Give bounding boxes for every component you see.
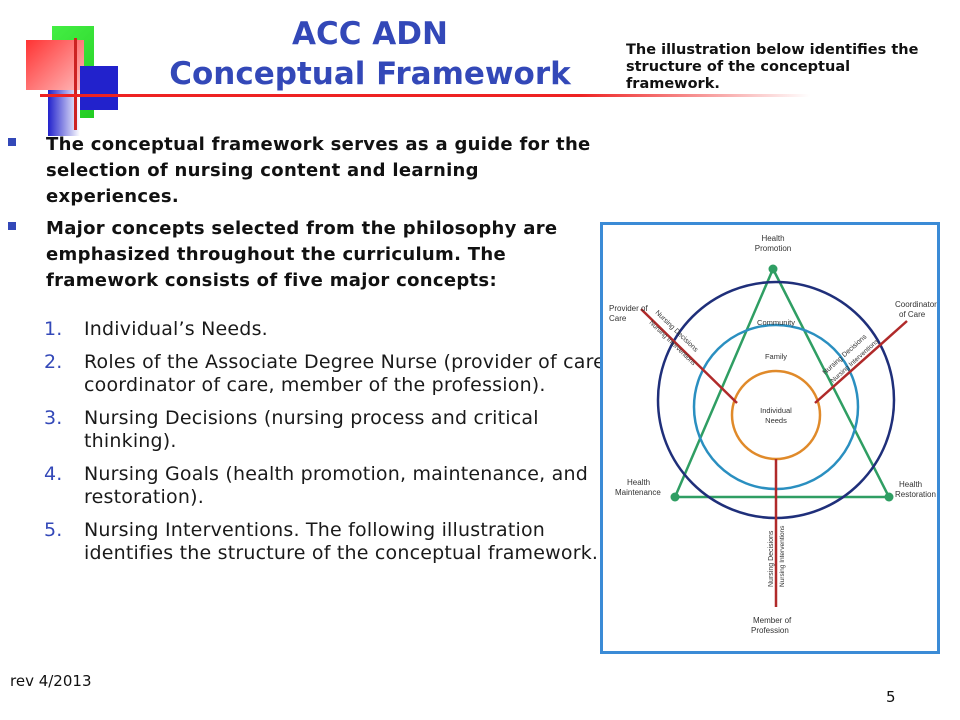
bullet-text: The conceptual framework serves as a gui… [46,134,591,207]
framework-diagram-svg: Health Promotion Provider of Care Coordi… [609,234,937,635]
bullet-square-icon [8,138,16,146]
item-number: 1. [44,318,63,340]
label-needs: Needs [765,416,787,425]
vertex-dot-left [670,492,680,502]
label-member-1: Member of [753,616,792,625]
label-health-promotion-1: Health [761,234,784,243]
label-coordinator-1: Coordinator [895,300,937,309]
item-text: Nursing Interventions. The following ill… [84,519,599,564]
page-number: 5 [886,688,896,706]
bullet-list: The conceptual framework serves as a gui… [8,132,613,300]
concept-item: 5. Nursing Interventions. The following … [44,519,614,565]
slide-title: ACC ADN Conceptual Framework [110,14,630,94]
label-member-2: Profession [751,626,789,635]
label-restoration-2: Restoration [895,490,936,499]
decor-vertical-rule [74,38,77,130]
title-underline [40,94,810,97]
spoke-provider [640,308,738,404]
individual-circle [730,369,822,461]
item-text: Roles of the Associate Degree Nurse (pro… [84,351,612,396]
vertex-dot-right [884,492,894,502]
concept-list: 1. Individual’s Needs. 2. Roles of the A… [44,318,614,575]
bullet-item: The conceptual framework serves as a gui… [8,132,613,210]
label-community: Community [757,318,795,327]
spoke-bottom-decisions: Nursing Decisions [768,530,775,587]
label-provider-2: Care [609,314,627,323]
concept-item: 3. Nursing Decisions (nursing process an… [44,407,614,453]
framework-diagram: Health Promotion Provider of Care Coordi… [600,222,940,654]
item-text: Nursing Goals (health promotion, mainten… [84,463,588,508]
item-number: 2. [44,351,63,373]
goals-triangle [673,266,892,499]
title-line-2: Conceptual Framework [169,56,571,92]
item-text: Individual’s Needs. [84,318,268,340]
bullet-item: Major concepts selected from the philoso… [8,216,613,294]
concept-item: 4. Nursing Goals (health promotion, main… [44,463,614,509]
label-restoration-1: Health [899,480,922,489]
label-family: Family [765,352,787,361]
item-number: 5. [44,519,63,541]
item-number: 4. [44,463,63,485]
item-text: Nursing Decisions (nursing process and c… [84,407,539,452]
concept-item: 1. Individual’s Needs. [44,318,614,341]
decor-blue-square [80,66,118,110]
label-health-promotion-2: Promotion [755,244,791,253]
vertex-dot-top [768,264,778,274]
concept-item: 2. Roles of the Associate Degree Nurse (… [44,351,614,397]
side-note: The illustration below identifies the st… [626,42,919,92]
spoke-coordinator [814,320,908,404]
label-provider-1: Provider of [609,304,648,313]
spoke-bottom-interventions: Nursing Interventions [779,525,786,587]
bullet-text: Major concepts selected from the philoso… [46,218,558,291]
title-line-1: ACC ADN [292,16,448,52]
item-number: 3. [44,407,63,429]
bullet-square-icon [8,222,16,230]
label-coordinator-2: of Care [899,310,926,319]
label-maintenance-2: Maintenance [615,488,661,497]
label-individual: Individual [760,406,792,415]
revision-date: rev 4/2013 [10,672,92,690]
label-maintenance-1: Health [627,478,650,487]
